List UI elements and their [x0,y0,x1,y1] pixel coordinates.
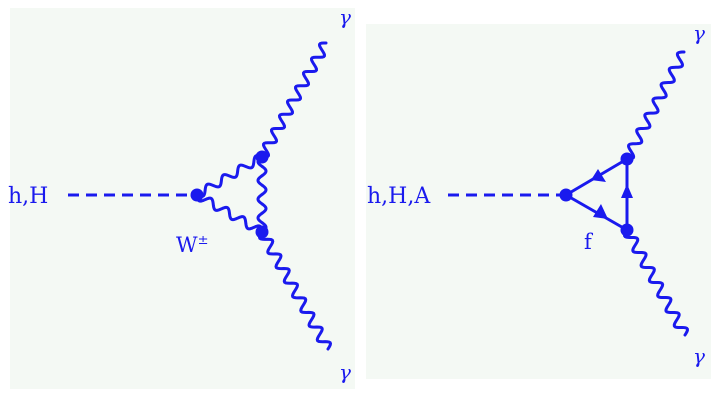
diagram-left: h,H γ γ W± [8,5,351,384]
loop-label-w: W± [176,233,209,257]
loop-label-w-charge: ± [198,233,209,248]
photon-label-bottom-right: γ [693,344,705,368]
diagram-left-panel [10,8,355,389]
external-label-right: h,H,A [367,184,431,209]
vertex-dot [190,188,204,202]
external-label-left: h,H [8,184,48,209]
photon-label-top-left: γ [339,5,351,29]
fermion-arrow-lower [593,204,608,219]
vertex-dot [559,188,573,202]
photon-line-top-right [625,50,686,161]
w-loop-line-right [256,155,268,234]
photon-line-top-left [260,41,328,159]
loop-label-f: f [584,230,594,254]
diagram-right-panel [366,24,711,379]
photon-label-bottom-left: γ [339,360,351,384]
photon-line-bottom-left [257,230,333,351]
photon-line-bottom-right [623,228,689,337]
vertex-dot [620,223,634,237]
vertex-dot [255,225,269,239]
vertex-dot [255,150,269,164]
photon-label-top-right: γ [693,21,705,45]
fermion-arrow-vertical [621,184,633,198]
fermion-arrow-upper [591,169,606,182]
diagram-right: h,H,A γ γ f [367,21,705,368]
loop-label-w-particle: W [176,233,198,257]
w-loop-line-top [195,154,264,198]
w-loop-line-bottom [195,193,264,234]
vertex-dot [620,152,634,166]
